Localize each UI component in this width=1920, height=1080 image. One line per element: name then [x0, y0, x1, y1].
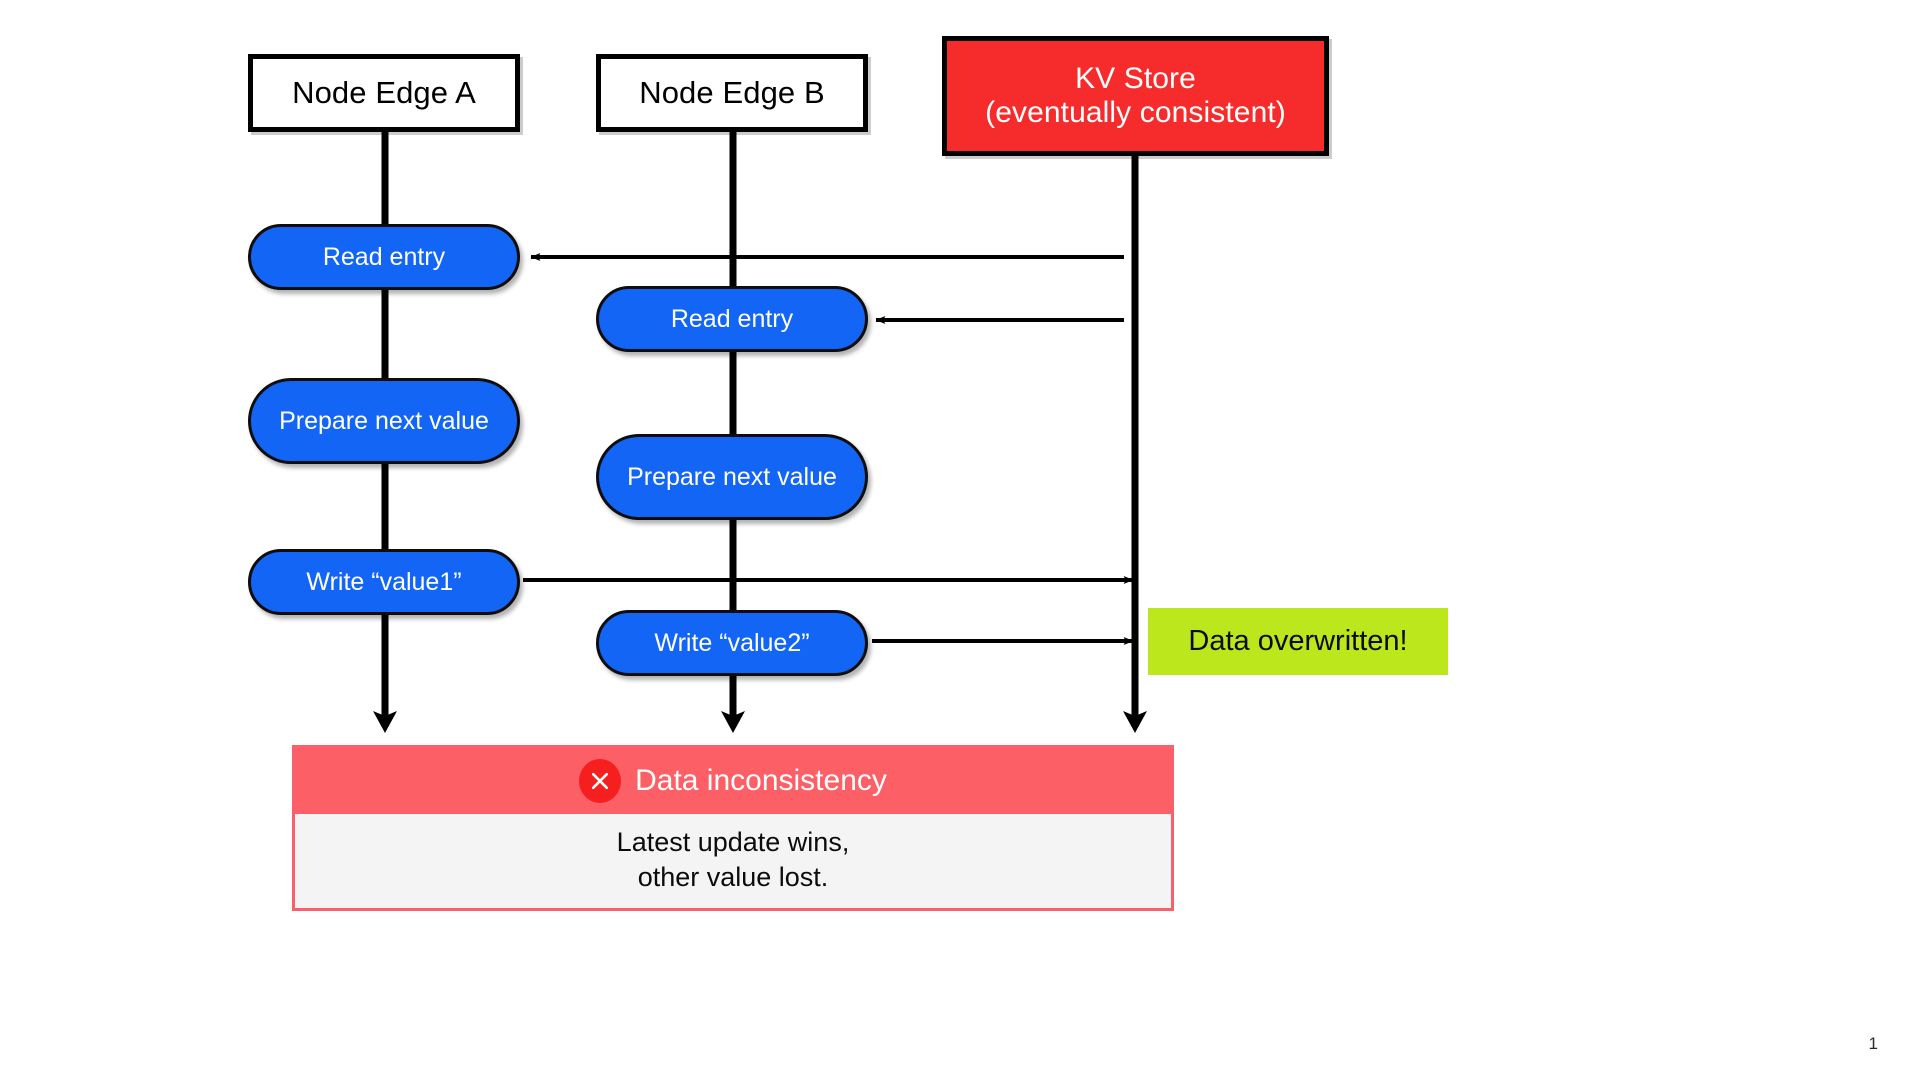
participant-node-edge-a[interactable]: Node Edge A	[248, 54, 520, 132]
activation-a-read-entry[interactable]: Read entry	[248, 224, 520, 290]
note-data-overwritten: Data overwritten!	[1148, 608, 1448, 675]
participant-kv-store[interactable]: KV Store (eventually consistent)	[942, 36, 1329, 156]
participant-node-edge-b-label: Node Edge B	[639, 74, 825, 110]
activation-b-prepare-next-value[interactable]: Prepare next value	[596, 434, 868, 520]
x-circle-icon	[579, 759, 622, 803]
alert-title: Data inconsistency	[635, 764, 887, 797]
note-data-overwritten-label: Data overwritten!	[1188, 625, 1408, 657]
activation-a-write-value1[interactable]: Write “value1”	[248, 549, 520, 615]
alert-header: Data inconsistency	[295, 748, 1171, 814]
activation-a-prepare-next-value-label: Prepare next value	[279, 406, 489, 435]
activation-b-read-entry-label: Read entry	[670, 304, 794, 333]
alert-body-line1: Latest update wins,	[616, 827, 850, 858]
participant-kv-store-label-line1: KV Store	[1075, 62, 1196, 96]
alert-body: Latest update wins, other value lost.	[295, 814, 1171, 906]
activation-b-write-value2[interactable]: Write “value2”	[596, 610, 868, 676]
page-number: 1	[1868, 1034, 1878, 1053]
participant-node-edge-b[interactable]: Node Edge B	[596, 54, 868, 132]
activation-b-read-entry[interactable]: Read entry	[596, 286, 868, 352]
activation-a-read-entry-label: Read entry	[322, 242, 446, 271]
activation-a-write-value1-label: Write “value1”	[306, 567, 462, 596]
participant-node-edge-a-label: Node Edge A	[292, 74, 476, 110]
activation-b-write-value2-label: Write “value2”	[654, 628, 810, 657]
alert-body-line2: other value lost.	[637, 862, 829, 892]
activation-b-prepare-next-value-label: Prepare next value	[627, 462, 837, 491]
participant-kv-store-label-line2: (eventually consistent)	[985, 96, 1286, 129]
alert-data-inconsistency: Data inconsistency Latest update wins, o…	[292, 745, 1174, 911]
activation-a-prepare-next-value[interactable]: Prepare next value	[248, 378, 520, 464]
